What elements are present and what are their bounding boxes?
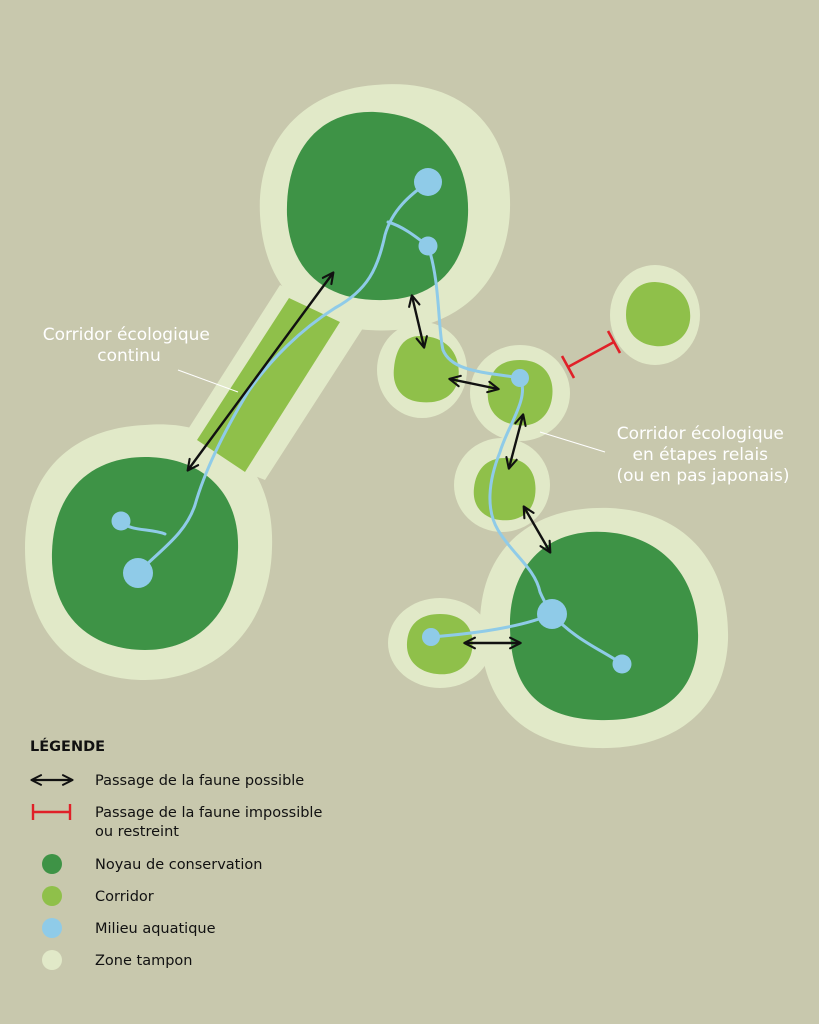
stream-relay — [426, 244, 554, 616]
passage-arrow-3 — [505, 413, 527, 470]
passage-arrow-corridor — [186, 271, 335, 472]
passage-arrow-2 — [448, 374, 500, 394]
pool-left-small — [111, 511, 131, 531]
legend-item-tampon: Zone tampon — [42, 950, 193, 970]
legend-item-passage-possible: Passage de la faune possible — [30, 773, 304, 789]
pool-left-large — [123, 558, 153, 588]
corridor-patch-a — [393, 336, 459, 403]
passage-arrow-4 — [522, 505, 552, 554]
conservation-core-bottom — [510, 531, 699, 721]
conservation-cores — [51, 111, 699, 721]
legend-label: Corridor — [95, 889, 154, 905]
light-green-dot-icon — [42, 886, 62, 906]
legend-label: Noyau de conservation — [95, 857, 262, 873]
legend-label: Passage de la faune possible — [95, 773, 304, 789]
legend-label: Passage de la faune impossible ou restre… — [95, 805, 327, 840]
legend-title: LÉGENDE — [30, 738, 105, 755]
corridor-patch-e — [406, 614, 473, 675]
corridor-patch-d — [626, 282, 691, 347]
pale-dot-icon — [42, 950, 62, 970]
callout-continu: Corridor écologique continu — [43, 325, 239, 393]
passage-arrow-1 — [408, 294, 428, 349]
legend-item-corridor: Corridor — [42, 886, 154, 906]
blocked-line — [567, 340, 615, 369]
conservation-core-top — [286, 111, 469, 301]
legend-label: Milieu aquatique — [95, 921, 216, 937]
pool-relay — [511, 369, 529, 387]
blue-dot-icon — [42, 918, 62, 938]
blocked-cap-right — [606, 330, 622, 354]
pool-bottom-right — [612, 654, 632, 674]
legend-item-passage-impossible: Passage de la faune impossible ou restre… — [31, 804, 327, 840]
legend-item-noyau: Noyau de conservation — [42, 854, 262, 874]
aquatic-pools — [111, 168, 632, 674]
legend-label: Zone tampon — [95, 953, 193, 969]
passage-blocked — [560, 330, 622, 379]
label-relais: Corridor écologique en étapes relais (ou… — [616, 424, 789, 486]
legend: LÉGENDE Passage de la faune possible Pas… — [30, 738, 327, 970]
pool-bottom-large — [537, 599, 567, 629]
wildlife-passages — [186, 271, 552, 650]
callout-line-continu — [177, 369, 239, 393]
label-continu: Corridor écologique continu — [43, 325, 216, 366]
dark-green-dot-icon — [42, 854, 62, 874]
blocked-bar-icon — [31, 804, 72, 820]
pool-top-large — [414, 168, 442, 196]
legend-item-aquatique: Milieu aquatique — [42, 918, 216, 938]
blocked-cap-left — [560, 355, 576, 379]
pool-bottom-left — [422, 628, 440, 646]
callout-line-relais — [539, 431, 606, 453]
callout-relais: Corridor écologique en étapes relais (ou… — [539, 424, 790, 486]
pool-top-small — [418, 236, 438, 256]
conservation-core-left — [51, 457, 239, 650]
